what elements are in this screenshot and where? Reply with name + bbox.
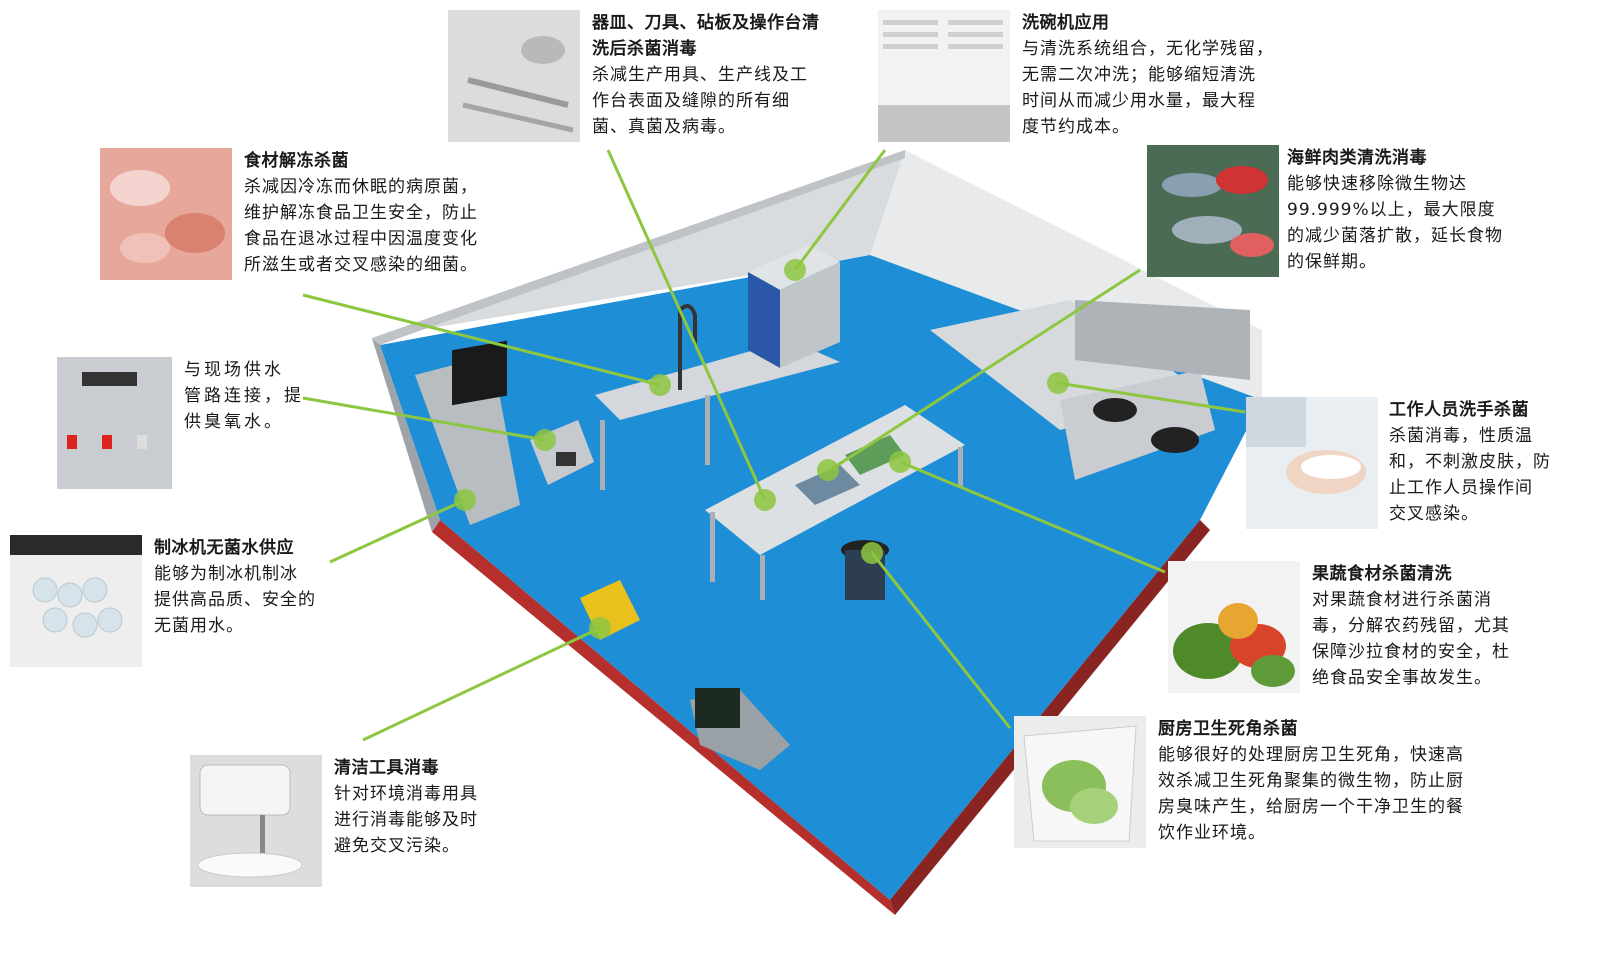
seafood-photo [1147, 145, 1279, 277]
dish-rack-photo [878, 10, 1010, 142]
ozone-water-machine-photo [57, 357, 172, 489]
callout-produce-body: 对果蔬食材进行杀菌消 毒，分解农药残留，尤其 保障沙拉食材的安全，杜 绝食品安全… [1312, 590, 1510, 688]
callout-produce-title: 果蔬食材杀菌清洗 [1312, 564, 1452, 584]
marker-ice [454, 489, 476, 511]
marker-seafood [817, 459, 839, 481]
frozen-meat-photo [100, 148, 232, 280]
callout-handwash-title: 工作人员洗手杀菌 [1389, 400, 1529, 420]
callout-produce: 果蔬食材杀菌清洗 对果蔬食材进行杀菌消 毒，分解农药残留，尤其 保障沙拉食材的安… [1312, 561, 1542, 691]
marker-corner [861, 542, 883, 564]
marker-utensils [754, 489, 776, 511]
callout-thaw: 食材解冻杀菌 杀减因冷冻而休眠的病原菌， 维护解冻食品卫生安全，防止 食品在退冰… [244, 148, 514, 278]
mop-bucket-photo [190, 755, 322, 887]
callout-thaw-body: 杀减因冷冻而休眠的病原菌， 维护解冻食品卫生安全，防止 食品在退冰过程中因温度变… [244, 177, 478, 275]
range-hood [1075, 300, 1250, 380]
callout-seafood: 海鲜肉类清洗消毒 能够快速移除微生物达 99.999%以上，最大限度 的减少菌落… [1287, 145, 1532, 275]
callout-cleaning-tools-body: 针对环境消毒用具 进行消毒能够及时 避免交叉污染。 [334, 784, 478, 856]
leader-cleaning-tools [362, 626, 601, 742]
floor [380, 255, 1262, 900]
callout-dishwasher-title: 洗碗机应用 [1022, 13, 1110, 33]
callout-utensils-title: 器皿、刀具、砧板及操作台清 洗后杀菌消毒 [592, 13, 820, 59]
leader-ice [329, 498, 466, 564]
marker-handwash [1047, 372, 1069, 394]
callout-utensils: 器皿、刀具、砧板及操作台清 洗后杀菌消毒 杀减生产用具、生产线及工 作台表面及缝… [592, 10, 837, 140]
callout-water-supply-body: 与现场供水 管路连接，提 供臭氧水。 [184, 360, 304, 432]
leader-water-supply [302, 396, 546, 442]
callout-ice-title: 制冰机无菌水供应 [154, 538, 294, 558]
leader-seafood [829, 268, 1141, 472]
callout-handwash: 工作人员洗手杀菌 杀菌消毒，性质温 和，不刺激皮肤，防 止工作人员操作间 交叉感… [1389, 397, 1559, 527]
callout-dishwasher: 洗碗机应用 与清洗系统组合，无化学残留， 无需二次冲洗；能够缩短清洗 时间从而减… [1022, 10, 1292, 140]
ice-maker-photo [10, 535, 142, 667]
marker-produce [889, 451, 911, 473]
floor-edge-left [432, 520, 895, 915]
callout-utensils-body: 杀减生产用具、生产线及工 作台表面及缝隙的所有细 菌、真菌及病毒。 [592, 65, 808, 137]
waste-bin-photo [1014, 716, 1146, 848]
callout-handwash-body: 杀菌消毒，性质温 和，不刺激皮肤，防 止工作人员操作间 交叉感染。 [1389, 426, 1551, 524]
cutlery-photo [448, 10, 580, 142]
leader-corner [870, 552, 1012, 729]
callout-thaw-title: 食材解冻杀菌 [244, 151, 349, 171]
stove [1060, 370, 1215, 480]
marker-dishwasher [784, 259, 806, 281]
callout-cleaning-tools: 清洁工具消毒 针对环境消毒用具 进行消毒能够及时 避免交叉污染。 [334, 755, 514, 859]
leader-thaw [302, 293, 661, 387]
marker-thaw [649, 374, 671, 396]
callout-ice: 制冰机无菌水供应 能够为制冰机制冰 提供高品质、安全的 无菌用水。 [154, 535, 334, 639]
callout-dishwasher-body: 与清洗系统组合，无化学残留， 无需二次冲洗；能够缩短清洗 时间从而减少用水量，最… [1022, 39, 1274, 137]
handwash-photo [1246, 397, 1378, 529]
leader-utensils [606, 149, 767, 501]
callout-seafood-title: 海鲜肉类清洗消毒 [1287, 148, 1427, 168]
callout-cleaning-tools-title: 清洁工具消毒 [334, 758, 439, 778]
leader-handwash [1057, 381, 1246, 414]
marker-cleaning-tools [589, 617, 611, 639]
callout-corner: 厨房卫生死角杀菌 能够很好的处理厨房卫生死角，快速高 效杀减卫生死角聚集的微生物… [1158, 716, 1498, 846]
vegetables-photo [1168, 561, 1300, 693]
callout-corner-title: 厨房卫生死角杀菌 [1158, 719, 1298, 739]
callout-ice-body: 能够为制冰机制冰 提供高品质、安全的 无菌用水。 [154, 564, 316, 636]
marker-water-supply [534, 429, 556, 451]
callout-corner-body: 能够很好的处理厨房卫生死角，快速高 效杀减卫生死角聚集的微生物，防止厨 房臭味产… [1158, 745, 1464, 843]
leader-dishwasher [793, 149, 887, 271]
leader-produce [899, 460, 1166, 574]
callout-seafood-body: 能够快速移除微生物达 99.999%以上，最大限度 的减少菌落扩散，延长食物 的… [1287, 174, 1503, 272]
